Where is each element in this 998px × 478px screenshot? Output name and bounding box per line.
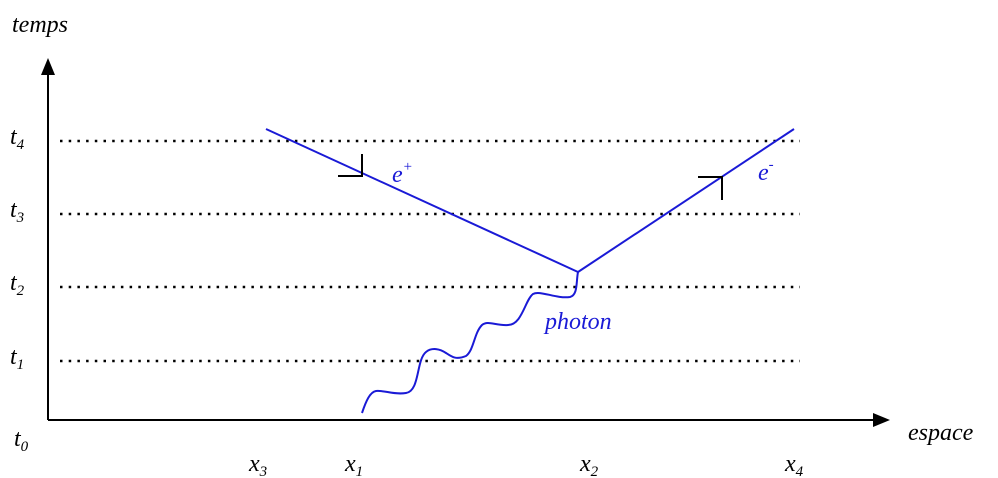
time-label-t3: t3: [10, 197, 24, 226]
electron-label: e-: [758, 157, 774, 186]
space-axis-arrow: [873, 413, 890, 427]
space-axis-label: espace: [908, 420, 974, 446]
time-label-t2: t2: [10, 270, 25, 299]
photon-label: photon: [543, 309, 612, 335]
electron-worldline: [577, 128, 795, 273]
space-label-x2: x2: [579, 451, 599, 478]
time-axis-label: temps: [12, 12, 68, 38]
photon-wavy-line: [361, 271, 579, 414]
space-label-x4: x4: [784, 451, 804, 478]
time-axis-arrow: [41, 58, 55, 75]
time-label-t1: t1: [10, 344, 24, 373]
positron-direction-tick: [338, 154, 363, 177]
space-label-x3: x3: [248, 451, 267, 478]
space-label-x1: x1: [344, 451, 363, 478]
positron-worldline: [265, 128, 579, 273]
time-label-t4: t4: [10, 124, 25, 153]
time-label-t0: t0: [14, 426, 29, 455]
electron-direction-tick: [698, 176, 723, 200]
positron-label: e+: [392, 159, 413, 188]
